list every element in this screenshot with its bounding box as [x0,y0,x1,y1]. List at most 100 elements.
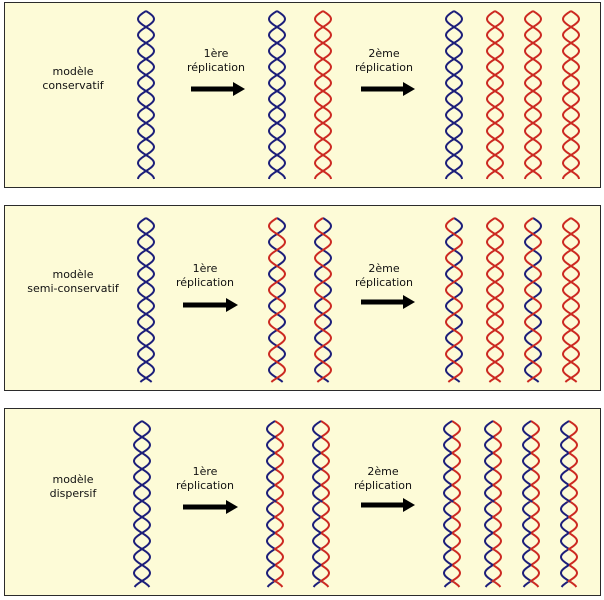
dna-helix [485,10,505,180]
dna-strand [567,468,579,487]
dna-strand [312,580,321,588]
dna-strand [273,452,284,471]
dna-strand [136,10,156,180]
dna-strand [485,217,505,383]
dna-strand [442,548,453,567]
dna-strand [522,420,533,439]
dna-helix [444,10,464,180]
dna-strand [450,501,462,519]
dna-strand [312,484,323,503]
dna-strand [491,452,502,471]
dna-strand [529,420,540,439]
dna-strand [450,532,461,551]
dna-helix [485,217,505,383]
dna-helix [483,420,503,588]
dna-strand [491,484,502,503]
dna-strand [559,436,570,455]
dna-strand [443,580,452,588]
dna-strand [483,436,494,455]
step2-label: 2ème réplication [339,47,429,75]
dna-strand [530,516,541,534]
dna-strand [559,548,570,567]
dna-strand [531,580,540,588]
dna-strand [529,484,540,503]
step1-label-line1: 1ère [192,262,218,275]
step2-label-line2: réplication [353,479,412,492]
dna-strand [273,501,285,519]
model-label-line2: semi-conservatif [27,282,119,295]
dna-strand [136,217,156,383]
step1-label-line2: réplication [175,276,234,289]
dna-strand [313,10,333,180]
dna-strand [267,10,287,180]
dna-strand [311,516,322,534]
step1-label-line1: 1ère [203,47,229,60]
dna-strand [561,10,581,180]
step2-label-line2: réplication [354,61,413,74]
dna-strand [267,217,287,383]
dna-strand [443,452,454,471]
dna-strand [522,580,531,588]
step1-label-line2: réplication [175,479,234,492]
dna-helix [442,420,462,588]
dna-strand [273,420,284,439]
dna-strand [273,532,284,551]
step2-label-line2: réplication [354,276,413,289]
dna-strand [443,484,454,503]
dna-strand [560,580,569,588]
dna-helix [444,217,464,383]
dna-strand [444,217,464,383]
dna-strand [561,217,581,383]
dna-helix [311,420,331,588]
dna-strand [265,501,277,519]
dna-strand [313,217,333,383]
step2-label: 2ème réplication [339,262,429,290]
dna-strand [521,501,533,519]
model-label-line1: modèle [52,65,94,78]
dna-strand [491,420,502,439]
dna-strand [484,532,495,551]
dna-strand [485,217,505,383]
dna-strand [267,217,287,383]
dna-strand [530,436,541,455]
dna-strand [559,516,570,534]
dna-strand [491,564,502,583]
dna-strand [442,501,454,519]
dna-strand [522,452,533,471]
dna-strand [265,468,277,487]
dna-strand [522,564,533,583]
dna-strand [484,420,495,439]
arrow-icon [361,295,415,309]
dna-strand [451,516,462,534]
panel-dispersive-model: modèle dispersif 1ère réplication 2ème r… [4,408,601,596]
dna-strand [521,548,532,567]
dna-strand [266,564,277,583]
dna-strand [483,516,494,534]
dna-helix [265,420,285,588]
dna-strand [450,468,462,487]
dna-strand [522,532,533,551]
dna-strand [319,564,330,583]
dna-strand [443,564,454,583]
dna-strand [523,10,543,180]
model-label-line1: modèle [52,268,94,281]
dna-strand [442,468,454,487]
dna-strand [313,217,333,383]
dna-strand [485,10,505,180]
dna-strand [451,548,462,567]
step1-label: 1ère réplication [160,262,250,290]
dna-strand [444,10,464,180]
dna-strand [529,452,540,471]
dna-strand [266,420,277,439]
dna-strand [483,548,494,567]
dna-strand [273,484,284,503]
dna-strand [492,548,503,567]
dna-strand [450,484,461,503]
dna-strand [312,564,323,583]
dna-strand [523,217,543,383]
dna-strand [312,420,323,439]
dna-strand [132,420,152,588]
dna-helix [561,10,581,180]
dna-helix [136,217,156,383]
dna-strand [559,501,571,519]
